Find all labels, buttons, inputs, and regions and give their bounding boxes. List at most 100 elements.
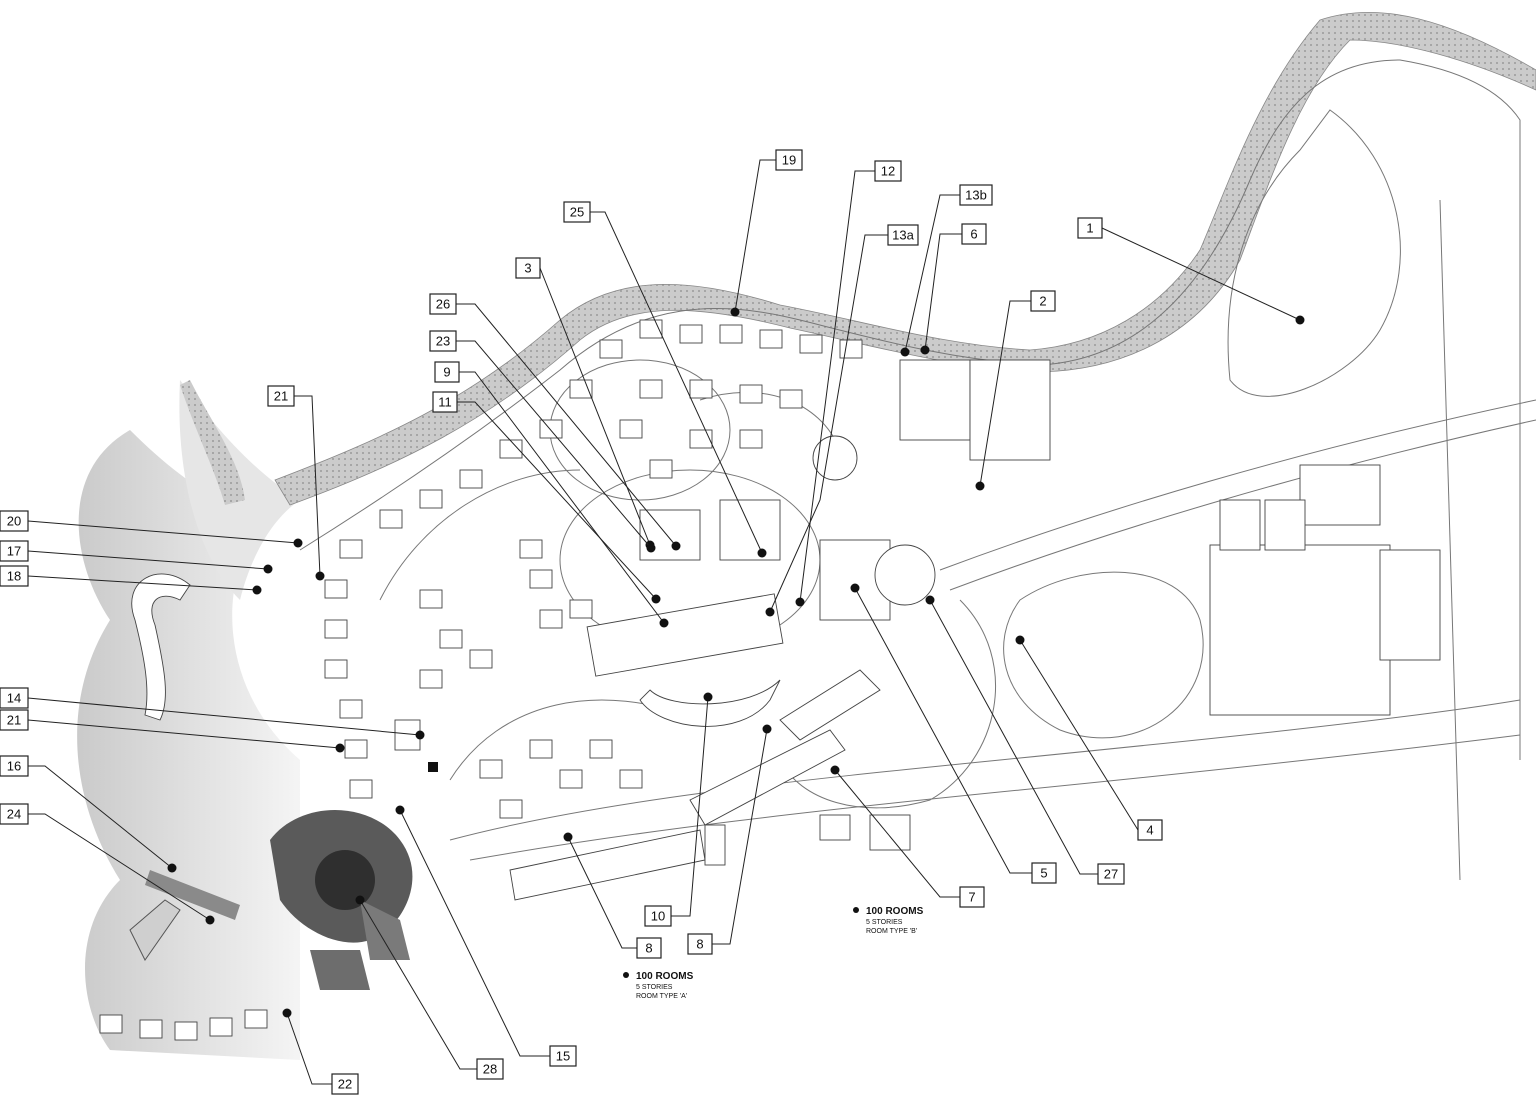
callout-7: 7 xyxy=(830,765,985,908)
callout-box xyxy=(0,687,29,709)
callout-23: 23 xyxy=(429,330,656,553)
callout-label: 18 xyxy=(7,569,21,584)
callout-17: 17 xyxy=(0,540,273,574)
callout-label: 12 xyxy=(881,164,895,179)
callout-label: 26 xyxy=(436,297,450,312)
callout-8: 8 xyxy=(563,832,662,959)
marker-dot xyxy=(900,347,910,357)
leader-line xyxy=(924,233,962,351)
callout-label: 6 xyxy=(970,227,977,242)
callout-label: 3 xyxy=(524,261,531,276)
callout-box xyxy=(476,1058,504,1080)
leader-line xyxy=(539,267,651,546)
marker-dot xyxy=(651,594,661,604)
callout-label: 8 xyxy=(696,937,703,952)
callout-label: 25 xyxy=(570,205,584,220)
callout-label: 21 xyxy=(274,389,288,404)
leader-line xyxy=(1019,639,1139,831)
callout-box xyxy=(775,149,803,171)
leader-line xyxy=(286,1012,332,1085)
note-rooms-b-line1: 5 STORIES xyxy=(866,919,903,926)
callout-label: 16 xyxy=(7,759,21,774)
callout-box xyxy=(0,709,29,731)
marker-dot xyxy=(1015,635,1025,645)
callout-8: 8 xyxy=(687,724,772,955)
note-rooms-a-line1: 5 STORIES xyxy=(636,984,673,991)
callout-18: 18 xyxy=(0,565,262,595)
marker-dot xyxy=(659,618,669,628)
leader-line xyxy=(28,813,211,921)
callout-26: 26 xyxy=(429,293,681,551)
callout-box xyxy=(959,886,985,908)
leader-line xyxy=(712,728,768,945)
leader-line xyxy=(28,765,173,869)
leader-line xyxy=(27,520,299,544)
marker-dot xyxy=(765,607,775,617)
callout-label: 21 xyxy=(7,713,21,728)
leader-line xyxy=(27,575,258,591)
marker-dot xyxy=(830,765,840,775)
callout-5: 5 xyxy=(850,583,1057,884)
callout-21: 21 xyxy=(267,385,325,581)
leader-line xyxy=(834,769,960,898)
callout-box xyxy=(267,385,295,407)
callout-28: 28 xyxy=(355,895,504,1080)
callout-box xyxy=(429,293,457,315)
callout-24: 24 xyxy=(0,803,215,925)
callout-label: 24 xyxy=(7,807,21,822)
marker-dot xyxy=(252,585,262,595)
leader-line xyxy=(456,303,677,547)
callout-box xyxy=(549,1045,577,1067)
marker-dot xyxy=(563,832,573,842)
callout-label: 11 xyxy=(438,395,452,410)
callout-13b: 13b xyxy=(900,184,993,357)
leader-line xyxy=(456,340,652,549)
callout-label: 13b xyxy=(965,188,987,203)
callout-27: 27 xyxy=(925,595,1125,885)
callout-label: 13a xyxy=(892,228,914,243)
marker-dot xyxy=(395,805,405,815)
callout-13a: 13a xyxy=(765,224,919,617)
callout-box xyxy=(434,361,460,383)
marker-dot xyxy=(703,692,713,702)
callout-label: 9 xyxy=(443,365,450,380)
callout-10: 10 xyxy=(644,692,713,927)
callout-label: 27 xyxy=(1104,867,1118,882)
marker-dot xyxy=(795,597,805,607)
callout-box xyxy=(961,223,987,245)
callout-label: 4 xyxy=(1146,823,1153,838)
callout-25: 25 xyxy=(563,201,767,558)
note-rooms-b-line2: ROOM TYPE 'B' xyxy=(866,928,917,935)
callout-box xyxy=(0,510,29,532)
callout-box xyxy=(636,937,662,959)
callout-box xyxy=(0,755,29,777)
callout-box xyxy=(429,330,457,352)
callout-label: 14 xyxy=(7,691,21,706)
leader-line xyxy=(459,371,665,624)
callout-21: 21 xyxy=(0,709,345,753)
callout-label: 5 xyxy=(1040,866,1047,881)
west-resort xyxy=(129,810,413,990)
note-rooms-b: 100 ROOMS 5 STORIES ROOM TYPE 'B' xyxy=(853,906,924,935)
marker-dot xyxy=(205,915,215,925)
leader-line xyxy=(294,395,321,577)
callout-box xyxy=(331,1073,359,1095)
marker-dot xyxy=(263,564,273,574)
leader-line xyxy=(457,401,657,600)
callout-label: 23 xyxy=(436,334,450,349)
callout-box xyxy=(0,540,29,562)
callout-box xyxy=(432,391,458,413)
callout-16: 16 xyxy=(0,755,177,873)
leader-line xyxy=(769,234,888,613)
west-terrain xyxy=(77,380,300,1060)
callout-box xyxy=(563,201,591,223)
callout-label: 8 xyxy=(645,941,652,956)
leader-line xyxy=(27,550,269,570)
leader-line xyxy=(359,899,477,1070)
callout-12: 12 xyxy=(795,160,902,607)
leader-line xyxy=(671,696,709,917)
marker-dot xyxy=(671,541,681,551)
leader-line xyxy=(590,211,763,554)
